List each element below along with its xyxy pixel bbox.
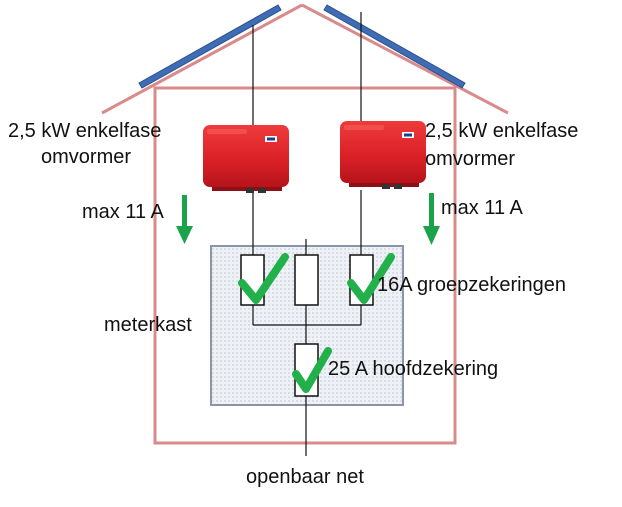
arrow-down-icon [423,193,440,245]
solar-panel-left [138,4,282,89]
inverter-left-power-label: 2,5 kW enkelfase [8,120,162,142]
meter-box-label: meterkast [104,314,192,336]
solar-panel-right [323,4,466,89]
group-fuse-2 [294,254,319,306]
inverter-right-type-label: omvormer [425,148,516,170]
inverter-right-power-label: 2,5 kW enkelfase [425,120,579,142]
arrow-down-icon [176,195,193,244]
wiring [252,12,362,456]
current-right-label: max 11 A [441,197,523,219]
public-grid-label: openbaar net [246,466,364,488]
checkmark-icon [292,347,332,393]
group-fuses-label: 16A groepzekeringen [377,274,567,296]
roof [101,3,509,115]
main-fuse-label: 25 A hoofdzekering [328,358,499,380]
inverter-left-type-label: omvormer [41,146,132,168]
inverter-icon [340,121,426,189]
checkmark-icon [238,253,289,304]
house-outline [153,86,457,445]
checkmark-icon [347,253,395,304]
inverter-icon [203,125,289,193]
current-left-label: max 11 A [82,201,164,223]
